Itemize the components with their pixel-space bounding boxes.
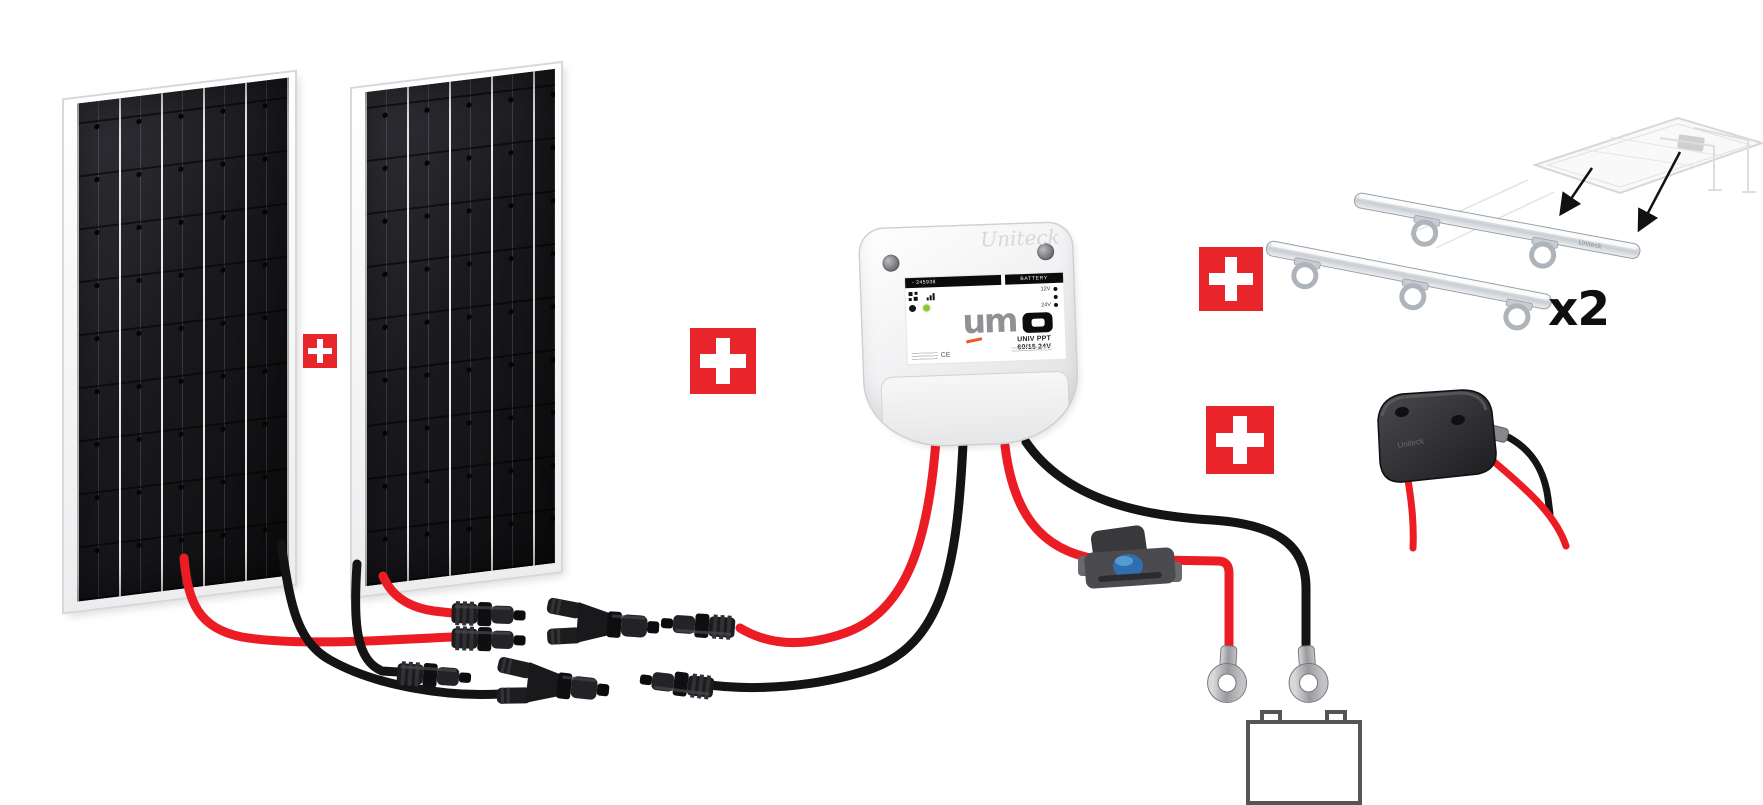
- ce-mark: CE: [940, 351, 951, 359]
- mc4-y-branch-connector: [543, 596, 661, 653]
- panel1-negative-wire: [276, 539, 505, 699]
- signal-bars-icon: [926, 293, 935, 301]
- mounting-rail-2: [1265, 240, 1552, 331]
- status-led-green: [922, 304, 931, 312]
- battery-section-header: BATTERY: [1004, 272, 1064, 285]
- led-dot: [1053, 294, 1058, 300]
- fine-print-lines: [911, 352, 938, 361]
- controller-brand-script: Uniteck: [979, 224, 1061, 252]
- power-button: [1022, 312, 1053, 334]
- charge-controller: Uniteck - 245938 um CE: [859, 222, 1079, 448]
- led-dot: [1053, 286, 1058, 292]
- panel2-positive-wire: [378, 571, 457, 618]
- cable-entry-gland: Uniteck: [1377, 389, 1570, 552]
- plus-icon-3: [1199, 247, 1263, 311]
- panel1-positive-wire: [179, 553, 457, 647]
- mc4-connector: [451, 626, 526, 653]
- ghost-panel-illustration: [1409, 116, 1763, 249]
- plus-icon-4: [1206, 406, 1274, 474]
- mounting-rail-1: Uniteck: [1353, 192, 1641, 269]
- qr-code-icon: [908, 291, 918, 302]
- fuse-holder: [1078, 525, 1182, 589]
- led-label-24v: 24V: [1041, 302, 1052, 309]
- plus-icon-1: [303, 334, 337, 368]
- plus-icon-2: [690, 328, 756, 394]
- status-led-dark: [908, 304, 917, 313]
- mc4-y-branch-connector: [493, 655, 612, 716]
- ring-terminal-positive: [1207, 645, 1249, 703]
- mc4-connector: [638, 667, 715, 700]
- multiplier-label: x2: [1548, 282, 1610, 337]
- rail-brand-text: Uniteck: [1578, 239, 1603, 250]
- controller-lower-cover: [880, 370, 1072, 448]
- controller-pv-positive-wire: [735, 435, 941, 648]
- led-dot: [1053, 302, 1059, 308]
- screw-icon: [882, 254, 900, 272]
- serial-bar: - 245938: [904, 274, 1002, 289]
- controller-battery-negative-wire: [1021, 437, 1311, 653]
- mounting-arrows: [1559, 151, 1682, 233]
- ring-terminal-negative: [1287, 645, 1330, 704]
- led-label-12v: 12V: [1040, 286, 1051, 293]
- controller-pv-negative-wire: [697, 439, 968, 693]
- controller-label: - 245938 um CE BATTE: [904, 272, 1066, 365]
- panel2-negative-wire: [351, 559, 403, 677]
- mc4-connector: [451, 601, 526, 628]
- battery-outline: [1246, 710, 1362, 805]
- mc4-connector: [660, 610, 736, 640]
